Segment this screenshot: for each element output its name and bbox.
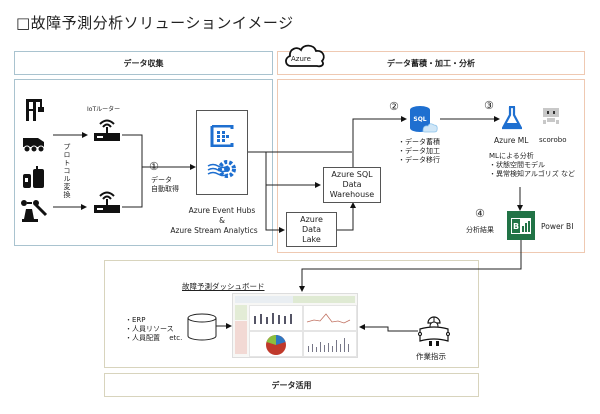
- dashboard-bar-chart: [249, 305, 303, 331]
- pie-chart-thumbnail: [266, 335, 286, 355]
- power-bi-icon: B: [511, 217, 531, 234]
- step2-list: ・データ蓄積 ・データ加工 ・データ移行: [398, 138, 440, 165]
- dashboard-list-panel: [235, 321, 247, 354]
- scorobo-label: scorobo: [539, 136, 567, 144]
- router-1: [93, 116, 121, 146]
- worker-label: 作業指示: [416, 352, 446, 361]
- router-label: IoTルーター: [87, 106, 121, 113]
- sql-dw-line3: Warehouse: [329, 190, 375, 199]
- data-lake-line3: Lake: [302, 234, 321, 244]
- worker-with-plan-icon: [418, 316, 450, 346]
- section-header-utilization: データ活用: [104, 373, 479, 397]
- event-hubs-caption-line3: Azure Stream Analytics: [170, 226, 258, 235]
- tanks-icon: [23, 166, 44, 188]
- dashboard-title: 故障予測ダッシュボード: [182, 282, 265, 291]
- data-lake-line2: Data: [301, 224, 322, 234]
- dashboard-thumbnail[interactable]: [232, 293, 358, 358]
- bar-chart-thumbnail: [254, 313, 292, 324]
- step1-label-line1: データ: [151, 176, 172, 184]
- data-lake-line1: Azure: [300, 214, 323, 224]
- event-hubs-box: [196, 110, 248, 195]
- section-label-utilization: データ活用: [271, 380, 312, 390]
- section-header-storage: データ蓄積・加工・分析: [277, 51, 585, 75]
- section-header-collection: データ収集: [14, 51, 273, 75]
- cloud-label: Azure: [291, 55, 311, 63]
- event-hubs-caption-line2: &: [219, 216, 225, 225]
- step2-number: ②: [389, 100, 399, 113]
- cloud-icon: [285, 44, 325, 68]
- azure-ml: [501, 105, 523, 134]
- crane-icon: [26, 99, 44, 121]
- source-item: ・ERP: [125, 316, 146, 324]
- power-bi-label: Power BI: [541, 222, 574, 231]
- step3-number: ③: [484, 99, 494, 112]
- sql-dw-line2: Data: [342, 180, 362, 189]
- step1-label-line2: 自動取得: [151, 185, 179, 193]
- step2-item: ・データ蓄積: [398, 138, 440, 146]
- wifi-router-icon: [94, 191, 120, 213]
- ml-item: ・状態空間モデル: [489, 161, 545, 169]
- page-title: □故障予測分析ソリューションイメージ: [16, 14, 294, 32]
- event-hubs-caption-line1: Azure Event Hubs: [188, 206, 256, 215]
- device-dump-truck: [22, 135, 46, 157]
- database: [187, 313, 217, 345]
- sql-data-warehouse-box: Azure SQL Data Warehouse: [323, 167, 381, 203]
- event-hubs-icon: [210, 124, 234, 147]
- ml-item: ・異常検知アルゴリズ など: [489, 170, 576, 178]
- step2-item: ・データ加工: [398, 147, 440, 155]
- source-item: ・人員配置 etc.: [125, 334, 183, 342]
- wifi-router-icon: [94, 119, 120, 141]
- step1-number: ①: [149, 160, 159, 173]
- svg-text:SQL: SQL: [413, 116, 426, 123]
- power-bi-tile: B: [507, 211, 535, 240]
- step4-number: ④: [475, 207, 485, 220]
- step2-item: ・データ移行: [398, 156, 440, 164]
- section-body-utilization: [104, 260, 479, 368]
- robot-icon: [543, 108, 559, 124]
- event-hubs-caption: Azure Event Hubs & Azure Stream Analytic…: [170, 206, 274, 236]
- sql-database: SQL: [408, 105, 438, 139]
- svg-text:B: B: [513, 222, 519, 231]
- sql-database-icon: SQL: [410, 106, 438, 133]
- worker: [418, 315, 450, 353]
- protocol-conversion-label: プロトコル変換: [63, 143, 71, 199]
- database-icon: [187, 313, 217, 341]
- dashboard-pie-chart: [249, 331, 303, 357]
- ml-analysis-text: MLによる分析 ・状態空間モデル ・異常検知アルゴリズ など: [489, 152, 575, 179]
- device-robot-arm: [20, 199, 50, 227]
- line-chart-thumbnail: [306, 313, 351, 324]
- azure-cloud-badge: Azure: [283, 41, 327, 69]
- section-label-collection: データ収集: [123, 58, 164, 68]
- dashboard-column-chart: [303, 331, 357, 357]
- dashboard-filter-panel: [235, 305, 247, 320]
- flask-icon: [501, 105, 523, 130]
- ml-heading: MLによる分析: [489, 152, 534, 160]
- dump-truck-icon: [23, 138, 45, 153]
- robot-arm-icon: [21, 200, 48, 222]
- source-item: ・人員リソース: [125, 325, 174, 333]
- router-2: [93, 188, 121, 218]
- dashboard-kpi-strip: [293, 296, 355, 303]
- stream-analytics-icon: [207, 159, 236, 178]
- data-lake-box: Azure Data Lake: [286, 212, 337, 247]
- step4-label: 分析結果: [466, 226, 494, 234]
- device-tanks: [22, 166, 46, 192]
- column-chart-thumbnail: [308, 338, 349, 352]
- sql-dw-line1: Azure SQL: [331, 170, 373, 179]
- scorobo: [541, 108, 561, 130]
- azure-ml-label: Azure ML: [494, 136, 529, 145]
- section-label-storage: データ蓄積・加工・分析: [387, 58, 475, 68]
- dashboard-line-chart: [303, 305, 357, 331]
- data-sources-list: ・ERP ・人員リソース ・人員配置 etc.: [125, 316, 182, 343]
- device-crane: [24, 97, 46, 125]
